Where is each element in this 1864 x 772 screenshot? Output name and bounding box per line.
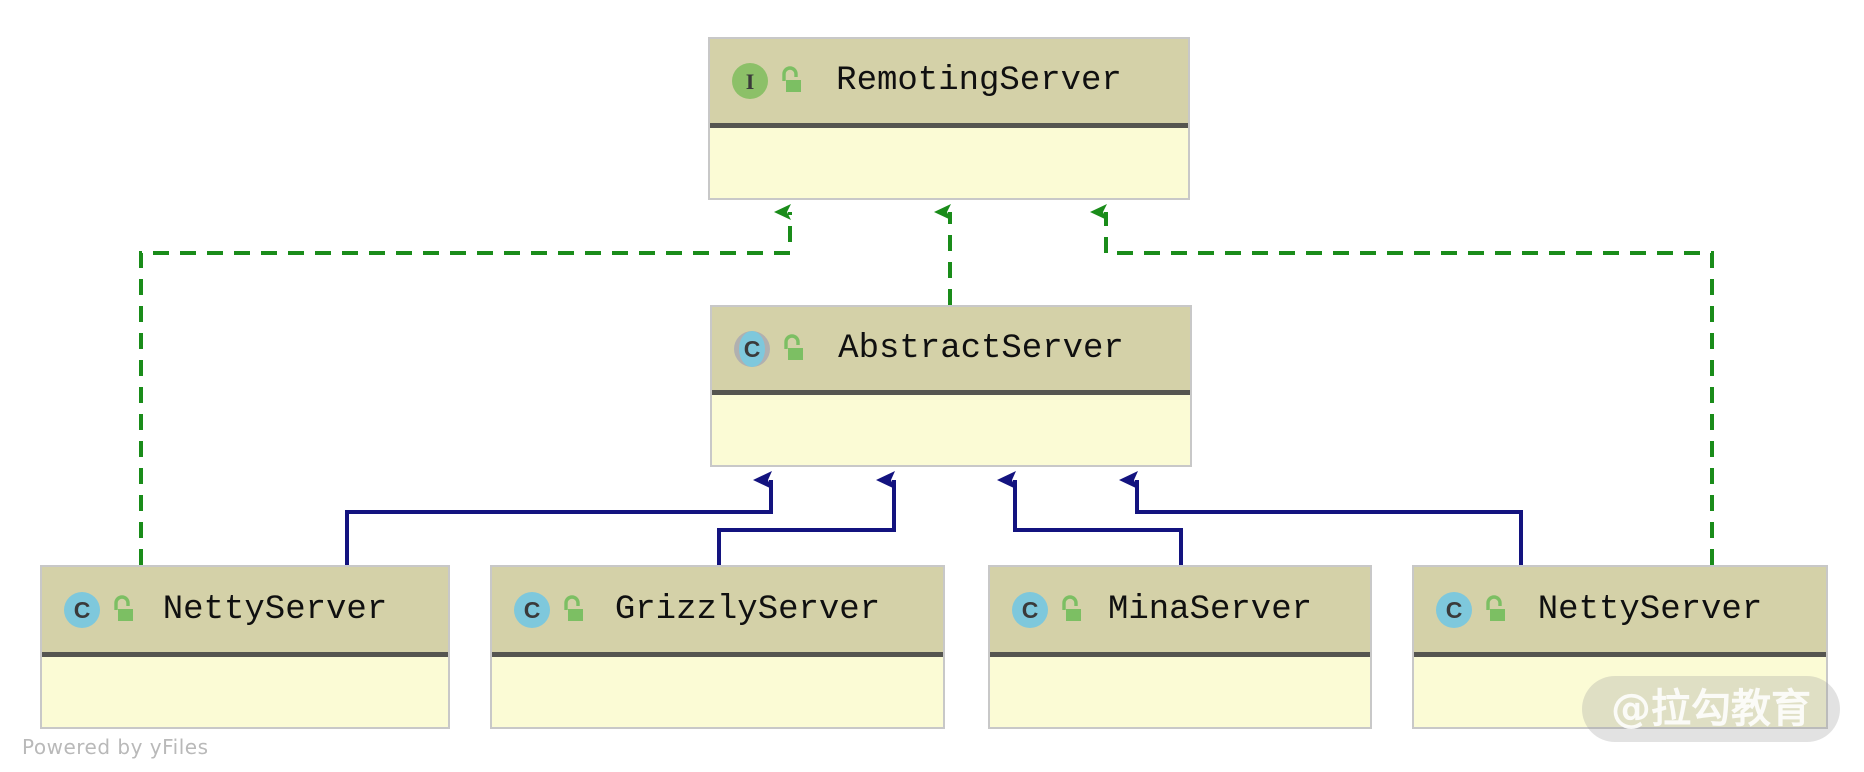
uml-node-members-compartment — [1414, 657, 1826, 726]
svg-text:C: C — [1446, 597, 1463, 623]
uml-node-header: C AbstractServer — [712, 307, 1190, 395]
icon-slot: C — [732, 329, 806, 369]
edge-realization-netty-to-remoting — [139, 204, 792, 565]
icon-slot: C — [1434, 590, 1508, 630]
class-icon: C — [1436, 591, 1472, 628]
uml-node-remoting-server[interactable]: I RemotingServer — [708, 37, 1190, 200]
uml-node-title: NettyServer — [1537, 590, 1763, 629]
svg-text:C: C — [1022, 597, 1039, 623]
uml-node-header: I RemotingServer — [710, 39, 1188, 128]
icon-slot: I — [730, 61, 804, 101]
icon-slot: C — [1010, 590, 1084, 630]
icon-slot: C — [512, 590, 586, 630]
uml-node-title: GrizzlyServer — [614, 590, 881, 629]
uml-node-header: C GrizzlyServer — [492, 567, 943, 657]
abstract-class-icon: C — [734, 330, 770, 367]
icon-slot: C — [62, 590, 136, 630]
uml-node-netty-server[interactable]: C NettyServer — [40, 565, 450, 729]
class-icon: C — [64, 591, 100, 628]
edge-generalization-netty-to-abstract — [345, 471, 773, 565]
svg-text:I: I — [746, 69, 755, 94]
svg-text:C: C — [74, 597, 91, 623]
uml-node-header: C NettyServer — [1414, 567, 1826, 657]
uml-node-members-compartment — [42, 657, 448, 726]
svg-text:C: C — [524, 597, 541, 623]
uml-node-abstract-server[interactable]: C AbstractServer — [710, 305, 1192, 467]
unlocked-padlock-icon — [114, 594, 133, 621]
unlocked-padlock-icon — [1486, 594, 1505, 621]
yfiles-credit-label: Powered by yFiles — [22, 735, 209, 759]
uml-node-header: C MinaServer — [990, 567, 1370, 657]
class-icon: C — [514, 591, 550, 628]
interface-icon: I — [732, 63, 768, 99]
uml-node-header: C NettyServer — [42, 567, 448, 657]
uml-node-grizzly-server[interactable]: C GrizzlyServer — [490, 565, 945, 729]
edge-generalization-mina-to-abstract — [997, 471, 1183, 565]
uml-node-netty-server-2[interactable]: C NettyServer — [1412, 565, 1828, 729]
unlocked-padlock-icon — [1062, 594, 1081, 621]
svg-text:C: C — [744, 336, 761, 362]
uml-node-members-compartment — [710, 128, 1188, 198]
uml-node-members-compartment — [990, 657, 1370, 726]
uml-node-mina-server[interactable]: C MinaServer — [988, 565, 1372, 729]
uml-node-title: AbstractServer — [838, 329, 1124, 368]
uml-node-members-compartment — [712, 395, 1190, 465]
unlocked-padlock-icon — [782, 66, 801, 92]
class-icon: C — [1012, 591, 1048, 628]
uml-node-title: RemotingServer — [836, 62, 1122, 100]
uml-node-title: NettyServer — [162, 590, 388, 629]
edge-generalization-netty2-to-abstract — [1119, 471, 1523, 565]
uml-node-members-compartment — [492, 657, 943, 726]
edge-generalization-grizzly-to-abstract — [717, 471, 896, 565]
uml-node-title: MinaServer — [1107, 590, 1313, 629]
unlocked-padlock-icon — [784, 333, 803, 360]
unlocked-padlock-icon — [564, 594, 583, 621]
